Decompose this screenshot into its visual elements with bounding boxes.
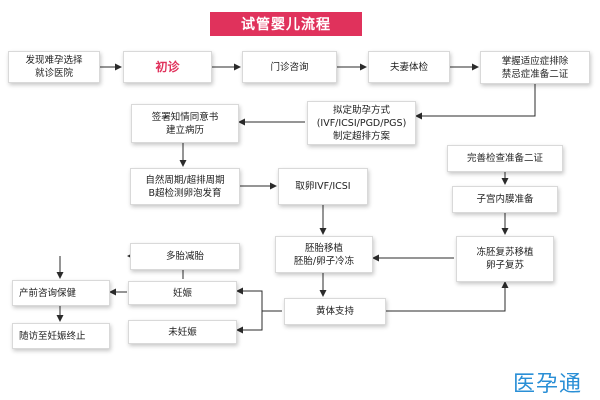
node-thaw-transfer: 冻胚复苏移植 卵子复苏 xyxy=(456,236,554,282)
node-discover-hospital: 发现难孕选择 就诊医院 xyxy=(8,51,100,83)
node-cycle-monitor: 自然周期/超排周期 B超检测卵泡发育 xyxy=(130,168,240,205)
node-first-visit: 初诊 xyxy=(123,51,212,83)
node-prenatal-care: 产前咨询保健 xyxy=(12,280,110,306)
page-title: 试管婴儿流程 xyxy=(210,12,362,36)
node-followup: 随访至妊娠终止 xyxy=(12,323,110,349)
node-luteal-support: 黄体支持 xyxy=(284,298,386,325)
node-egg-retrieval: 取卵IVF/ICSI xyxy=(278,168,368,205)
node-endometrium-prep: 子宫内膜准备 xyxy=(452,186,558,213)
arrow-indications-method xyxy=(415,84,536,120)
node-outpatient-consult: 门诊咨询 xyxy=(242,51,337,83)
node-multifetal-reduction: 多胎减胎 xyxy=(130,243,240,270)
node-complete-check: 完善检查准备二证 xyxy=(447,145,563,172)
arrow-support-pregnant xyxy=(236,287,282,312)
node-embryo-transfer: 胚胎移植 胚胎/卵子冷冻 xyxy=(275,236,373,273)
node-pregnant: 妊娠 xyxy=(128,281,237,305)
node-indications: 掌握适应症排除 禁忌症准备二证 xyxy=(480,51,590,84)
node-couple-check: 夫妻体检 xyxy=(368,51,450,83)
arrow-notpregnant-thaw xyxy=(386,281,509,312)
node-not-pregnant: 未妊娠 xyxy=(128,320,237,344)
arrow-support-notpregnant xyxy=(236,310,282,334)
node-consent-record: 签署知情同意书 建立病历 xyxy=(131,104,239,143)
node-assist-method: 拟定助孕方式 (IVF/ICSI/PGD/PGS) 制定超排方案 xyxy=(307,101,416,145)
brand-logo: 医孕通 xyxy=(513,372,583,397)
